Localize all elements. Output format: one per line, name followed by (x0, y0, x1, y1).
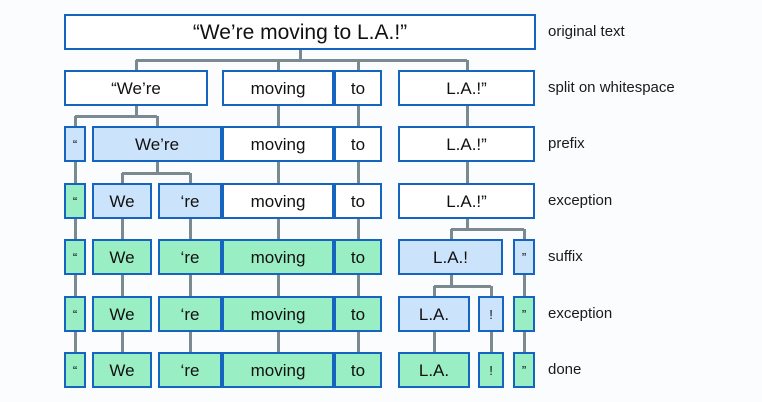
token-box: to (334, 70, 382, 106)
tree-connector (277, 60, 280, 70)
tree-connector (189, 173, 192, 183)
tree-connector (357, 275, 360, 296)
tree-connector (450, 228, 524, 231)
tree-connector (465, 162, 469, 183)
token-box: “ (64, 183, 86, 219)
token-box: “ (64, 239, 86, 275)
stage-label: original text (548, 23, 625, 40)
token-box: to (334, 183, 382, 219)
tree-connector (277, 332, 280, 352)
tree-connector (357, 332, 360, 352)
token-box: L.A.! (398, 239, 503, 275)
token-box: to (334, 296, 382, 332)
stage-label: prefix (548, 135, 585, 152)
token-box: ” (513, 239, 535, 275)
token-box: to (334, 126, 382, 162)
tree-connector (277, 219, 280, 239)
token-box: ” (513, 352, 535, 388)
tree-connector (523, 229, 526, 239)
stage-label: done (548, 361, 582, 378)
tree-connector (357, 219, 360, 239)
tree-connector (135, 60, 138, 70)
token-box: “ (64, 126, 86, 162)
tree-connector (122, 172, 190, 175)
tree-connector (135, 106, 138, 116)
tree-connector (277, 162, 280, 183)
tree-connector (277, 275, 280, 296)
tree-connector (74, 116, 77, 126)
token-box: ! (478, 296, 504, 332)
tree-connector (189, 275, 192, 296)
tree-connector (74, 162, 77, 183)
tree-connector (74, 275, 77, 296)
tree-connector (449, 229, 453, 239)
token-box: moving (222, 352, 334, 388)
token-box: We (92, 183, 152, 219)
tree-connector (75, 115, 157, 118)
tree-connector (189, 332, 192, 352)
token-box: moving (222, 70, 334, 106)
token-box: ‘re (158, 239, 222, 275)
tree-connector (465, 60, 469, 70)
token-box: We (92, 296, 152, 332)
tree-connector (523, 332, 526, 352)
tree-connector (357, 162, 360, 183)
token-box: We’re (92, 126, 222, 162)
stage-label: exception (548, 192, 613, 209)
token-box: L.A.!” (398, 126, 535, 162)
tree-connector (74, 219, 77, 239)
tree-connector (189, 219, 192, 239)
token-box: “We’re moving to L.A.!” (64, 14, 536, 50)
token-box: “We’re (64, 70, 208, 106)
token-box: “ (64, 352, 86, 388)
token-box: ! (478, 352, 504, 388)
tree-connector (434, 285, 491, 288)
token-box: ‘re (158, 352, 222, 388)
token-box: moving (222, 239, 334, 275)
stage-label: split on whitespace (548, 79, 675, 96)
token-box: to (334, 352, 382, 388)
token-box: ” (513, 296, 535, 332)
token-box: ‘re (158, 296, 222, 332)
token-box: moving (222, 183, 334, 219)
tree-connector (121, 219, 124, 239)
tree-connector (74, 332, 77, 352)
tree-connector (523, 275, 526, 296)
stage-label: exception (548, 305, 613, 322)
token-box: moving (222, 126, 334, 162)
tree-connector (490, 286, 493, 296)
tree-connector (357, 60, 360, 70)
tree-connector (357, 106, 360, 126)
token-box: We (92, 239, 152, 275)
tree-connector (121, 275, 124, 296)
tree-connector (136, 59, 467, 62)
token-box: We (92, 352, 152, 388)
token-box: L.A.!” (398, 70, 535, 106)
tree-connector (465, 219, 469, 229)
tree-connector (490, 332, 493, 352)
token-box: L.A.!” (398, 183, 535, 219)
stage-label: suffix (548, 248, 583, 265)
tree-connector (121, 332, 124, 352)
token-box: L.A. (398, 352, 470, 388)
tree-connector (433, 332, 436, 352)
tree-connector (433, 286, 436, 296)
tree-connector (277, 106, 280, 126)
token-box: to (334, 239, 382, 275)
tree-connector (121, 173, 124, 183)
token-box: ‘re (158, 183, 222, 219)
tree-connector (449, 275, 453, 286)
token-box: “ (64, 296, 86, 332)
tree-connector (299, 50, 302, 60)
tree-connector (156, 162, 159, 173)
tree-connector (156, 116, 159, 126)
token-box: L.A. (398, 296, 470, 332)
tree-connector (465, 106, 469, 126)
token-box: moving (222, 296, 334, 332)
